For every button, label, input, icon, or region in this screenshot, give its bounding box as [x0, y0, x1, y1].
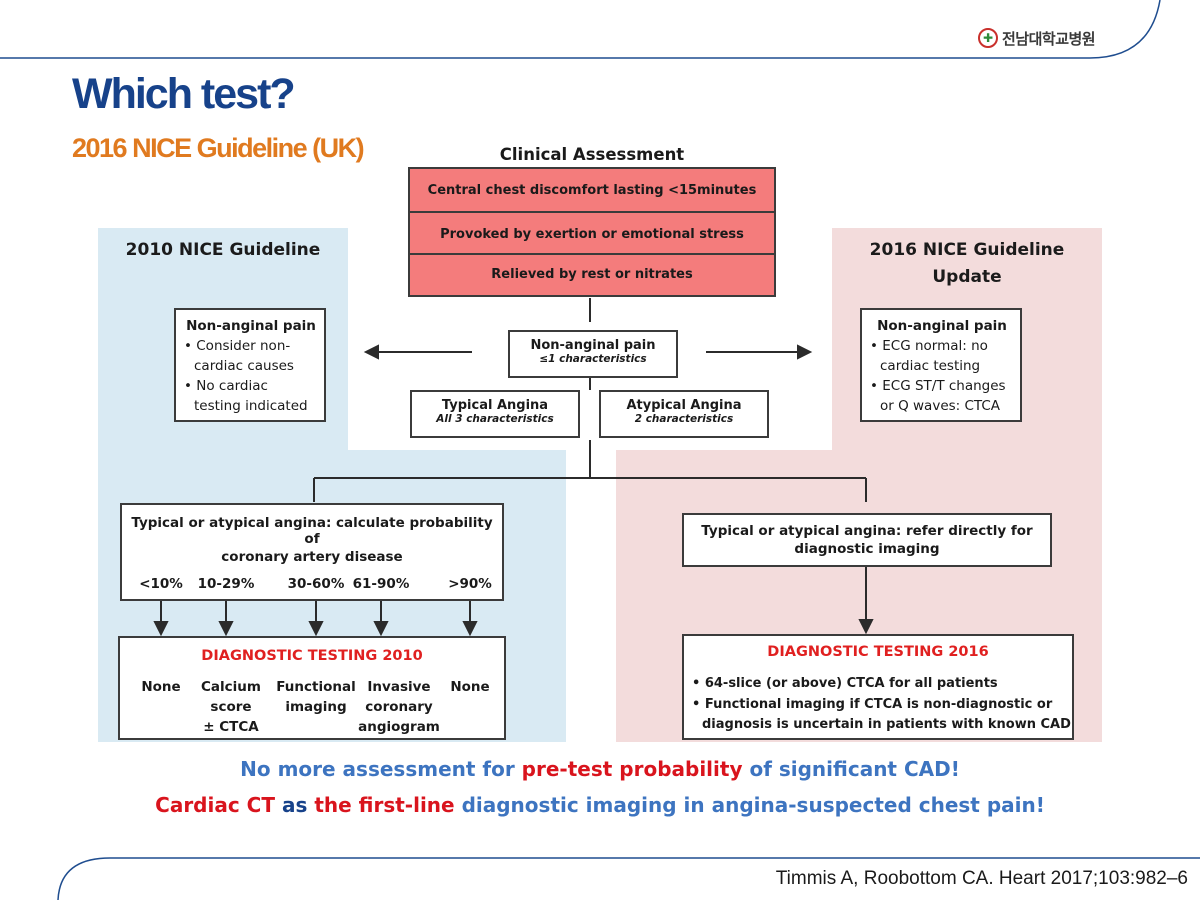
diagnostic-2016-title: DIAGNOSTIC TESTING 2016	[767, 644, 989, 660]
diagnostic-2010-title: DIAGNOSTIC TESTING 2010	[201, 648, 423, 664]
atypical-angina-box: Atypical Angina 2 characteristics	[599, 390, 769, 438]
prob-range: 61-90%	[352, 576, 410, 592]
diag2010-col: None	[141, 679, 181, 695]
left-item: testing indicated	[194, 398, 308, 414]
hospital-name: 전남대학교병원	[1002, 29, 1096, 48]
conclusion-line-1: No more assessment for pre-test probabil…	[240, 757, 960, 781]
diagnostic-2010-box	[118, 636, 506, 740]
clinical-assessment-title: Clinical Assessment	[499, 145, 685, 164]
refer-box: Typical or atypical angina: refer direct…	[682, 513, 1052, 567]
typical-angina-sub: All 3 characteristics	[436, 413, 554, 425]
left-item: cardiac causes	[194, 358, 294, 374]
non-anginal-center-box: Non-anginal pain ≤1 characteristics	[508, 330, 678, 378]
right-item: • ECG normal: no	[870, 338, 988, 354]
left-item: • Consider non-	[184, 338, 291, 354]
right-item: cardiac testing	[880, 358, 981, 374]
assessment-row: Central chest discomfort lasting <15minu…	[427, 182, 757, 198]
atypical-angina-sub: 2 characteristics	[634, 413, 734, 425]
conclusion-line-2: Cardiac CT as the first-line diagnostic …	[155, 793, 1045, 817]
left-non-anginal-title: Non-anginal pain	[186, 318, 316, 334]
refer-line1: Typical or atypical angina: refer direct…	[701, 523, 1033, 539]
typical-angina-box: Typical Angina All 3 characteristics	[410, 390, 580, 438]
slide-title: Which test?	[72, 70, 296, 118]
clinical-assessment-box: Central chest discomfort lasting <15minu…	[408, 167, 776, 297]
right-item: • ECG ST/T changes	[870, 378, 1006, 394]
right-non-anginal-title: Non-anginal pain	[877, 318, 1007, 334]
row-divider	[410, 211, 774, 213]
left-item: • No cardiac	[184, 378, 268, 394]
diag2016-line: • 64-slice (or above) CTCA for all patie…	[692, 676, 998, 691]
left-non-anginal-box: Non-anginal pain • Consider non- cardiac…	[174, 308, 326, 422]
panel-2010-title: 2010 NICE Guideline	[125, 240, 321, 260]
diag2016-line: diagnosis is uncertain in patients with …	[702, 717, 1071, 732]
right-non-anginal-box: Non-anginal pain • ECG normal: no cardia…	[860, 308, 1022, 422]
refer-line2: diagnostic imaging	[794, 541, 940, 557]
row-divider	[410, 253, 774, 255]
hospital-emblem-icon: ✚	[978, 28, 998, 48]
prob-range: >90%	[448, 576, 492, 592]
assessment-row: Provoked by exertion or emotional stress	[440, 226, 744, 242]
diag2016-line: • Functional imaging if CTCA is non-diag…	[692, 697, 1053, 712]
probability-line1: Typical or atypical angina: calculate pr…	[131, 515, 493, 547]
atypical-angina-label: Atypical Angina	[626, 398, 742, 413]
prob-range: <10%	[139, 576, 183, 592]
prob-range: 30-60%	[287, 576, 345, 592]
non-anginal-center-sub: ≤1 characteristics	[539, 353, 647, 365]
hospital-logo: ✚ 전남대학교병원	[978, 26, 1096, 50]
probability-line2: coronary artery disease	[221, 549, 403, 565]
panel-2016-title: 2016 NICE Guideline Update	[869, 240, 1065, 287]
citation: Timmis A, Roobottom CA. Heart 2017;103:9…	[775, 868, 1188, 889]
right-item: or Q waves: CTCA	[880, 398, 1001, 414]
prob-range: 10-29%	[197, 576, 255, 592]
diag2010-col: None	[450, 679, 490, 695]
non-anginal-center-label: Non-anginal pain	[530, 338, 656, 353]
assessment-row: Relieved by rest or nitrates	[491, 266, 693, 282]
typical-angina-label: Typical Angina	[441, 398, 549, 413]
probability-box: Typical or atypical angina: calculate pr…	[120, 503, 504, 601]
diagnostic-2016-box: DIAGNOSTIC TESTING 2016 • 64-slice (or a…	[682, 634, 1074, 740]
slide-subtitle: 2016 NICE Guideline (UK)	[72, 133, 365, 163]
